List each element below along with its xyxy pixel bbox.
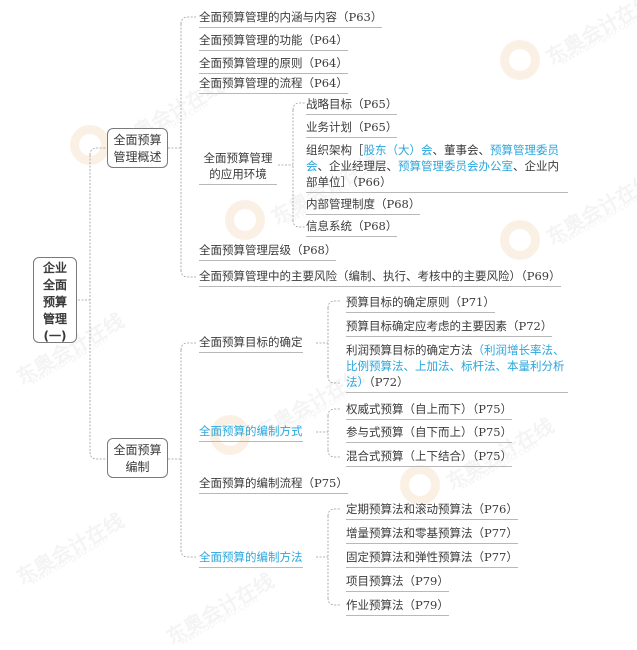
env-organization[interactable]: 组织架构［股东（大）会、董事会、预算管理委员会、企业经理层、预算管理委员会办公室… — [306, 142, 568, 193]
target-principle[interactable]: 预算目标的确定原则（P71） — [346, 294, 495, 313]
topic-compilation-mode[interactable]: 全面预算的编制方式 — [199, 423, 303, 442]
method-project[interactable]: 项目预算法（P79） — [346, 573, 449, 592]
env-internal-management[interactable]: 内部管理制度（P68） — [306, 196, 421, 215]
target-profit-methods[interactable]: 利润预算目标的确定方法（利润增长率法、比例预算法、上加法、标杆法、本量利分析法）… — [346, 342, 568, 393]
env-strategy[interactable]: 战略目标（P65） — [306, 96, 398, 115]
topic-risks[interactable]: 全面预算管理中的主要风险（编制、执行、考核中的主要风险）（P69） — [199, 268, 561, 287]
topic-compilation-process[interactable]: 全面预算的编制流程（P75） — [199, 475, 348, 494]
branch-compilation-node[interactable]: 全面预算 编制 — [107, 438, 168, 478]
topic-function[interactable]: 全面预算管理的功能（P64） — [199, 32, 348, 51]
topic-application-environment[interactable]: 全面预算管理 的应用环境 — [199, 150, 277, 185]
method-activity[interactable]: 作业预算法（P79） — [346, 597, 449, 616]
topic-compilation-methods[interactable]: 全面预算的编制方法 — [199, 549, 303, 568]
env-business-plan[interactable]: 业务计划（P65） — [306, 119, 398, 138]
method-fixed-flexible[interactable]: 固定预算法和弹性预算法（P77） — [346, 549, 518, 568]
method-incremental-zero[interactable]: 增量预算法和零基预算法（P77） — [346, 525, 518, 544]
mode-participative[interactable]: 参与式预算（自下而上）（P75） — [346, 424, 513, 443]
env-information-system[interactable]: 信息系统（P68） — [306, 218, 398, 237]
topic-connotation[interactable]: 全面预算管理的内涵与内容（P63） — [199, 9, 383, 28]
topic-target-determination[interactable]: 全面预算目标的确定 — [199, 334, 303, 353]
branch-overview-node[interactable]: 全面预算 管理概述 — [107, 128, 168, 168]
target-factors[interactable]: 预算目标确定应考虑的主要因素（P72） — [346, 318, 553, 337]
root-node[interactable]: 企业 全面 预算 管理 (一) — [33, 257, 77, 343]
mode-mixed[interactable]: 混合式预算（上下结合）（P75） — [346, 448, 513, 467]
topic-levels[interactable]: 全面预算管理层级（P68） — [199, 242, 337, 261]
mode-authoritative[interactable]: 权威式预算（自上而下）（P75） — [346, 401, 513, 420]
method-periodic-rolling[interactable]: 定期预算法和滚动预算法（P76） — [346, 501, 518, 520]
topic-principle[interactable]: 全面预算管理的原则（P64） — [199, 55, 348, 74]
topic-process[interactable]: 全面预算管理的流程（P64） — [199, 75, 348, 94]
